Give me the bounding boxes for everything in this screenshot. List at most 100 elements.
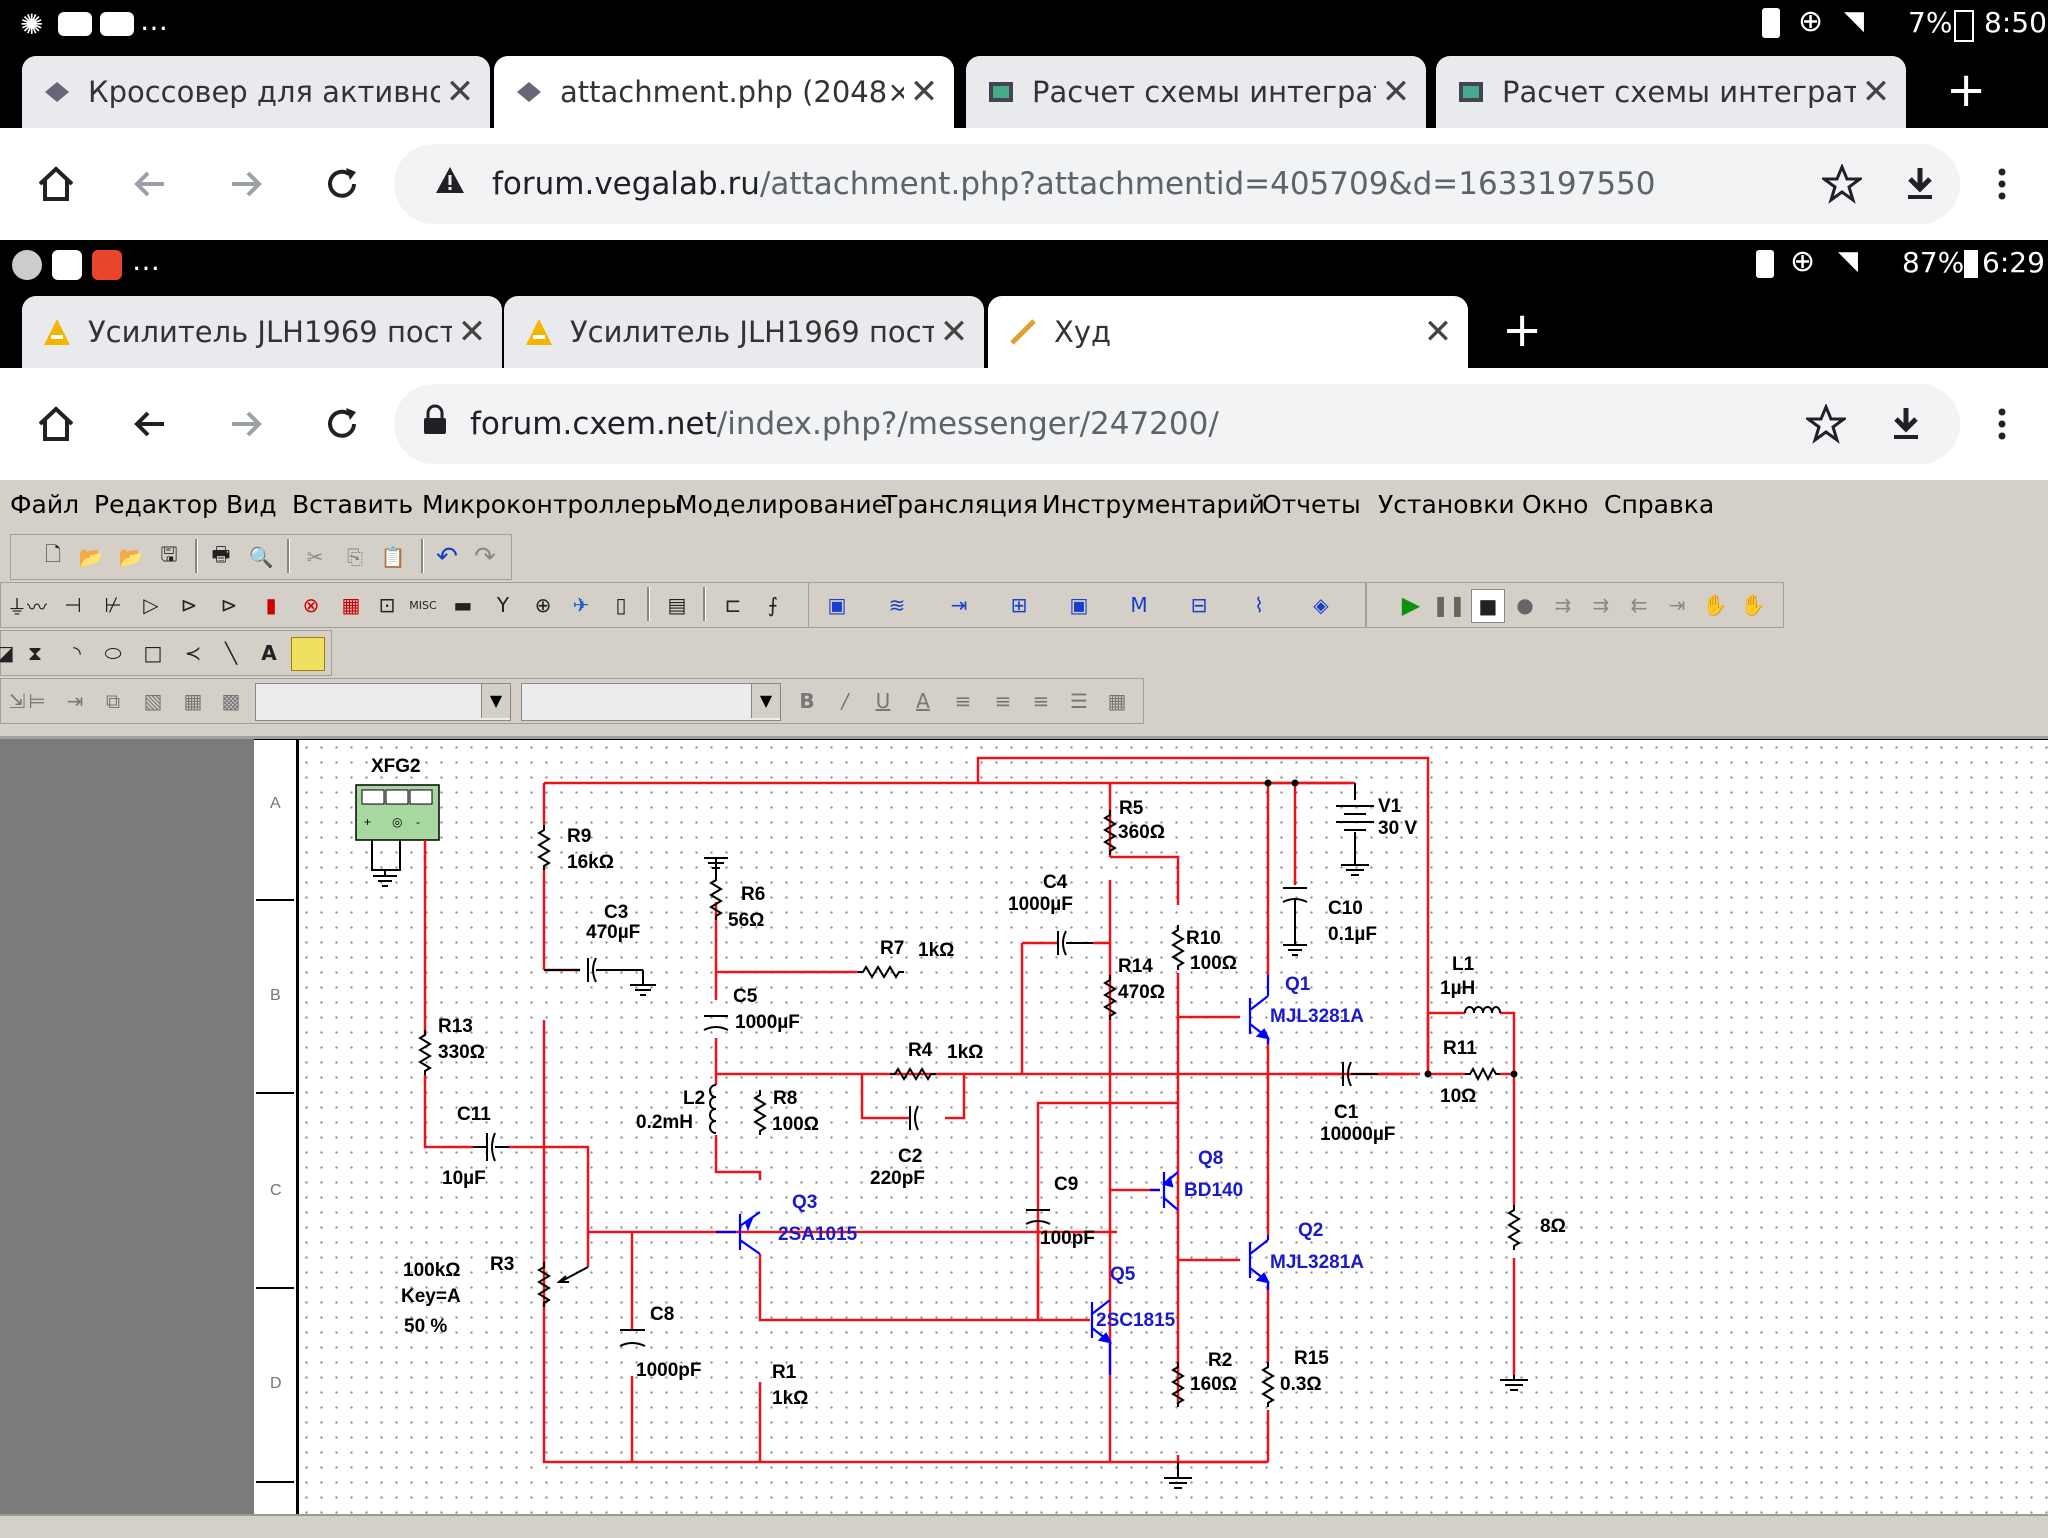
arc-icon[interactable]: ◝ xyxy=(73,641,81,665)
address-bar[interactable]: forum.cxem.net/index.php?/messenger/2472… xyxy=(394,384,1960,464)
font-color-icon[interactable]: A xyxy=(916,689,930,713)
home-icon[interactable] xyxy=(26,394,86,454)
menu-options[interactable]: Установки xyxy=(1378,490,1515,519)
logic-analyzer-icon[interactable]: ⊟ xyxy=(1190,593,1208,617)
download-icon[interactable] xyxy=(1876,394,1936,454)
advanced-peripherals-icon[interactable]: ▬ xyxy=(453,593,473,617)
spectrum-analyzer-icon[interactable]: ⌇ xyxy=(1254,593,1264,617)
menu-view[interactable]: Вид xyxy=(226,490,277,519)
menu-file[interactable]: Файл xyxy=(10,490,80,519)
menu-edit[interactable]: Редактор xyxy=(94,490,218,519)
ttl-icon[interactable]: ⊳ xyxy=(180,593,198,617)
source-icon[interactable]: ⏚ xyxy=(7,594,27,619)
open-folder-icon[interactable]: 📂 xyxy=(78,545,104,569)
menu-translation[interactable]: Трансляция xyxy=(882,490,1038,519)
open-folder-icon[interactable]: 📂 xyxy=(118,545,144,569)
power-icon[interactable]: ▦ xyxy=(341,593,361,617)
back-icon[interactable] xyxy=(120,394,180,454)
mcu-icon[interactable]: ▯ xyxy=(615,593,627,617)
print-preview-icon[interactable]: 🔍 xyxy=(248,545,274,569)
cut-icon[interactable]: ✂ xyxy=(306,545,324,569)
align-icon[interactable]: ⇲ xyxy=(8,689,26,713)
cmos-icon[interactable]: ⊳ xyxy=(220,593,238,617)
tab[interactable]: Худ ✕ xyxy=(988,296,1468,368)
bold-icon[interactable]: B xyxy=(799,689,815,713)
function-generator-icon[interactable]: ≋ xyxy=(888,593,906,617)
step-icon[interactable]: ⇉ xyxy=(1554,593,1572,617)
italic-icon[interactable]: / xyxy=(841,689,849,713)
menu-tools[interactable]: Инструментарий xyxy=(1042,490,1265,519)
hierarchical-block-icon[interactable]: ▤ xyxy=(667,593,687,617)
close-tab-icon[interactable]: ✕ xyxy=(939,312,969,352)
indicator-icon[interactable]: ⊗ xyxy=(302,593,320,617)
run-icon[interactable]: ▶ xyxy=(1401,591,1421,619)
multimeter-icon[interactable]: ▣ xyxy=(827,593,847,617)
probe-icon[interactable]: ◈ xyxy=(1313,593,1329,617)
misc-digital-icon[interactable]: ⊡ xyxy=(378,593,396,617)
tab[interactable]: Усилитель JLH1969 построение ✕ xyxy=(504,296,984,368)
save-icon[interactable]: 🖫 xyxy=(160,542,178,566)
underline-icon[interactable]: U xyxy=(875,689,891,713)
menu-reports[interactable]: Отчеты xyxy=(1262,490,1361,519)
font-size-combo[interactable]: ▼ xyxy=(521,683,781,721)
bus-icon[interactable]: ⊏ xyxy=(724,593,742,617)
new-file-icon[interactable]: 🗋 xyxy=(44,542,62,566)
download-icon[interactable] xyxy=(1890,154,1950,214)
electromechanical-icon[interactable]: ⊕ xyxy=(534,593,552,617)
tab[interactable]: Расчет схемы интегратора ✕ xyxy=(966,56,1426,128)
new-tab-icon[interactable]: + xyxy=(1502,302,1543,358)
paste-icon[interactable]: 📋 xyxy=(380,545,406,569)
more-menu-icon[interactable] xyxy=(1972,394,2032,454)
step-into-icon[interactable]: ⇉ xyxy=(1592,593,1610,617)
align-left-icon[interactable]: ≡ xyxy=(954,689,972,713)
forward-icon[interactable] xyxy=(216,154,276,214)
menu-help[interactable]: Справка xyxy=(1604,490,1715,519)
pause-icon[interactable]: ❚❚ xyxy=(1432,593,1466,617)
close-tab-icon[interactable]: ✕ xyxy=(457,312,487,352)
close-tab-icon[interactable]: ✕ xyxy=(1423,312,1453,352)
address-bar[interactable]: forum.vegalab.ru/attachment.php?attachme… xyxy=(394,144,1960,224)
copy-icon[interactable]: ⎘ xyxy=(347,545,363,569)
menu-simulation[interactable]: Моделирование xyxy=(676,490,887,519)
close-tab-icon[interactable]: ✕ xyxy=(1861,72,1891,112)
hourglass-icon[interactable]: ⧗ xyxy=(27,641,43,665)
comment-icon[interactable] xyxy=(291,637,325,671)
back-icon[interactable] xyxy=(120,154,180,214)
menu-window[interactable]: Окно xyxy=(1522,490,1589,519)
bookmark-star-icon[interactable] xyxy=(1812,154,1872,214)
close-tab-icon[interactable]: ✕ xyxy=(909,72,939,112)
table-icon[interactable]: ▦ xyxy=(1107,689,1127,713)
bus-entry-icon[interactable]: ⨍ xyxy=(767,593,779,617)
function-generator-xfg2[interactable]: +◎- xyxy=(355,784,440,887)
undo-icon[interactable]: ↶ xyxy=(436,542,458,572)
align-icon[interactable]: ⇥ xyxy=(66,689,84,713)
tab[interactable]: Расчет схемы интегратора ✕ xyxy=(1436,56,1906,128)
more-menu-icon[interactable] xyxy=(1972,154,2032,214)
transistor-icon[interactable]: ⊬ xyxy=(104,593,122,617)
step-out-icon[interactable]: ⇇ xyxy=(1630,593,1648,617)
group-icon[interactable]: ⧉ xyxy=(105,689,121,713)
group-icon[interactable]: ▩ xyxy=(221,689,241,713)
align-icon[interactable]: ⊨ xyxy=(28,689,46,713)
polyline-icon[interactable]: ≺ xyxy=(184,641,202,665)
bode-plotter-icon[interactable]: ▣ xyxy=(1069,593,1089,617)
run-to-cursor-icon[interactable]: ⇥ xyxy=(1668,593,1686,617)
rf-icon[interactable]: Y xyxy=(496,593,510,617)
close-tab-icon[interactable]: ✕ xyxy=(445,72,475,112)
breakpoint-icon[interactable]: ✋ xyxy=(1740,593,1766,617)
align-right-icon[interactable]: ≡ xyxy=(1032,689,1050,713)
print-icon[interactable]: 🖶 xyxy=(211,542,231,566)
hand-icon[interactable]: ✋ xyxy=(1702,593,1728,617)
basic-components-icon[interactable]: 〰 xyxy=(27,594,47,619)
diode-icon[interactable]: ⊣ xyxy=(64,593,82,617)
oscilloscope-icon[interactable]: ⊞ xyxy=(1010,593,1028,617)
stop-icon[interactable]: ■ xyxy=(1471,589,1505,623)
schematic-canvas[interactable] xyxy=(254,740,2048,1514)
tab[interactable]: attachment.php (2048×1536) ✕ xyxy=(494,56,954,128)
text-icon[interactable]: A xyxy=(261,641,277,665)
group-icon[interactable]: ▧ xyxy=(143,689,163,713)
ladder-icon[interactable]: ✈ xyxy=(572,593,590,617)
home-icon[interactable] xyxy=(26,154,86,214)
tab[interactable]: Кроссовер для активной акустики ✕ xyxy=(22,56,490,128)
